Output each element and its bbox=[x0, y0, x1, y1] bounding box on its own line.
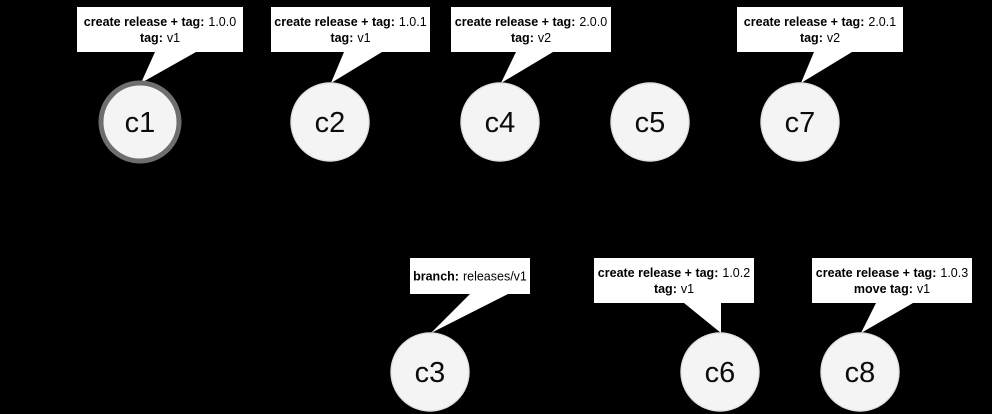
commit-node-label: c3 bbox=[415, 357, 446, 389]
commit-circle[interactable] bbox=[680, 332, 760, 412]
commit-node-c4[interactable]: c4 bbox=[460, 82, 540, 162]
callout-line: move tag: v1 bbox=[854, 282, 930, 296]
callout-tail bbox=[431, 294, 508, 333]
commit-circle[interactable] bbox=[390, 332, 470, 412]
callout-line: create release + tag:2.0.0 bbox=[455, 15, 607, 29]
commit-node-c8[interactable]: c8 bbox=[820, 332, 900, 412]
callout-tail bbox=[141, 52, 196, 83]
callout-key: create release + tag: bbox=[816, 266, 937, 280]
callout-value: v2 bbox=[827, 31, 840, 45]
callout-line: tag: v1 bbox=[654, 282, 694, 296]
commit-node-label: c4 bbox=[485, 107, 516, 139]
callout-tail bbox=[331, 52, 382, 83]
commit-circle[interactable] bbox=[760, 82, 840, 162]
commit-node-label: c6 bbox=[705, 357, 736, 389]
callout-key: branch: bbox=[413, 270, 459, 284]
callout-line: create release + tag: 1.0.1 bbox=[274, 15, 426, 29]
callout-value: v1 bbox=[917, 282, 930, 296]
callout-value: 1.0.0 bbox=[208, 15, 236, 29]
callout-key: tag: bbox=[654, 282, 677, 296]
commit-node-c3[interactable]: c3 bbox=[390, 332, 470, 412]
commit-node-label: c7 bbox=[785, 107, 816, 139]
callout-box bbox=[594, 258, 754, 303]
callout-line: tag: v1 bbox=[140, 31, 180, 45]
callout-value: 1.0.2 bbox=[722, 266, 750, 280]
callout-key: tag: bbox=[800, 31, 823, 45]
callout-line: create release + tag:1.0.0 bbox=[84, 15, 236, 29]
callout-key: tag: bbox=[140, 31, 163, 45]
callout: create release + tag:1.0.3 move tag: v1 bbox=[812, 258, 972, 333]
callout-key: tag: bbox=[330, 31, 353, 45]
callout-tail bbox=[861, 303, 913, 333]
commit-circle[interactable] bbox=[820, 332, 900, 412]
callout: create release + tag:2.0.1 tag: v2 bbox=[737, 7, 903, 83]
callout: create release + tag:2.0.0 tag: v2 bbox=[451, 7, 611, 83]
callout-value: 1.0.3 bbox=[940, 266, 968, 280]
callout-key: create release + tag: bbox=[744, 15, 865, 29]
callout-tail bbox=[801, 52, 852, 83]
commit-circle[interactable] bbox=[290, 82, 370, 162]
callout: create release + tag:1.0.2 tag: v1 bbox=[594, 258, 754, 333]
callout-value: v2 bbox=[538, 31, 551, 45]
callout: create release + tag: 1.0.1 tag: v1 bbox=[271, 7, 430, 83]
commit-node-c1[interactable]: c1 bbox=[98, 80, 182, 164]
callout-line: create release + tag:1.0.3 bbox=[816, 266, 968, 280]
callout-key: create release + tag: bbox=[84, 15, 205, 29]
callout-key: create release + tag: bbox=[274, 15, 395, 29]
node-layer: c1 c2 c4 c5 c7 c3 c6 c8 bbox=[98, 80, 900, 412]
commit-node-label: c1 bbox=[125, 107, 156, 139]
commit-node-label: c8 bbox=[845, 357, 876, 389]
callout-key: tag: bbox=[511, 31, 534, 45]
commit-circle-head[interactable] bbox=[98, 80, 182, 164]
callout-value: v1 bbox=[681, 282, 694, 296]
callout-line: tag: v2 bbox=[800, 31, 840, 45]
callout-value: v1 bbox=[167, 31, 180, 45]
callout-line: tag: v2 bbox=[511, 31, 551, 45]
commit-node-c6[interactable]: c6 bbox=[680, 332, 760, 412]
callout-box bbox=[410, 258, 530, 294]
callout-line: create release + tag:1.0.2 bbox=[598, 266, 750, 280]
callout-value: 2.0.1 bbox=[868, 15, 896, 29]
callout-key: move tag: bbox=[854, 282, 913, 296]
commit-node-c2[interactable]: c2 bbox=[290, 82, 370, 162]
callout-key: create release + tag: bbox=[598, 266, 719, 280]
commit-node-label: c2 bbox=[315, 107, 346, 139]
callout-line: tag: v1 bbox=[330, 31, 370, 45]
callout-box bbox=[737, 7, 903, 52]
callout: branch: releases/v1 bbox=[410, 258, 530, 333]
callout-box bbox=[812, 258, 972, 303]
commit-circle[interactable] bbox=[610, 82, 690, 162]
commit-node-c5[interactable]: c5 bbox=[610, 82, 690, 162]
callout-value: 2.0.0 bbox=[579, 15, 607, 29]
callout-line: branch: releases/v1 bbox=[413, 270, 527, 284]
commit-node-label: c5 bbox=[635, 107, 666, 139]
callout-box bbox=[451, 7, 611, 52]
callout: create release + tag:1.0.0 tag: v1 bbox=[77, 7, 243, 83]
commit-circle[interactable] bbox=[460, 82, 540, 162]
callout-box bbox=[271, 7, 430, 52]
callout-tail bbox=[684, 303, 721, 333]
commit-node-c7[interactable]: c7 bbox=[760, 82, 840, 162]
callout-key: create release + tag: bbox=[455, 15, 576, 29]
callout-box bbox=[77, 7, 243, 52]
callout-value: v1 bbox=[357, 31, 370, 45]
callout-tail bbox=[501, 52, 553, 83]
callout-value: releases/v1 bbox=[463, 270, 527, 284]
callout-value: 1.0.1 bbox=[399, 15, 427, 29]
callout-line: create release + tag:2.0.1 bbox=[744, 15, 896, 29]
